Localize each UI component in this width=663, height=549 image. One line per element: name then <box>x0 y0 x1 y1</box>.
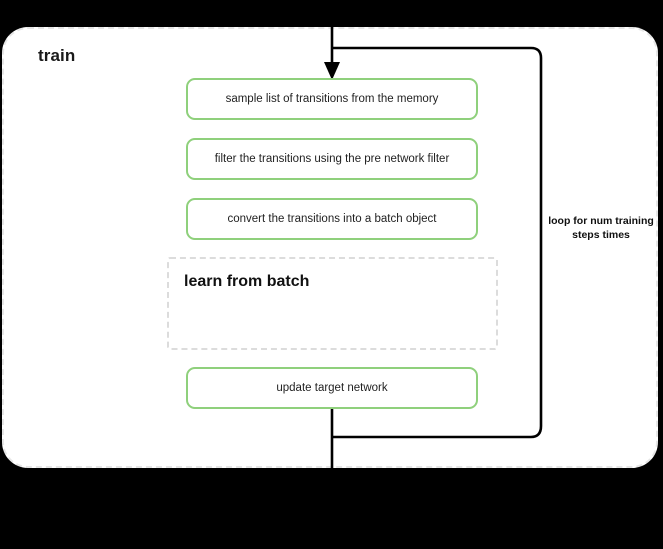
train-block-title: train <box>38 46 76 65</box>
step-update-target-network-label: update target network <box>276 381 388 394</box>
step-sample-transitions-label: sample list of transitions from the memo… <box>225 92 439 105</box>
step-filter-transitions[interactable]: filter the transitions using the pre net… <box>186 138 478 180</box>
step-sample-transitions[interactable]: sample list of transitions from the memo… <box>186 78 478 120</box>
subblock-learn-from-batch[interactable]: learn from batch <box>167 257 498 350</box>
step-update-target-network[interactable]: update target network <box>186 367 478 409</box>
subblock-learn-from-batch-title: learn from batch <box>184 273 310 290</box>
step-convert-batch-label: convert the transitions into a batch obj… <box>227 212 437 225</box>
step-convert-batch[interactable]: convert the transitions into a batch obj… <box>186 198 478 240</box>
step-filter-transitions-label: filter the transitions using the pre net… <box>214 152 450 165</box>
loop-caption: loop for num training steps times <box>548 215 654 242</box>
